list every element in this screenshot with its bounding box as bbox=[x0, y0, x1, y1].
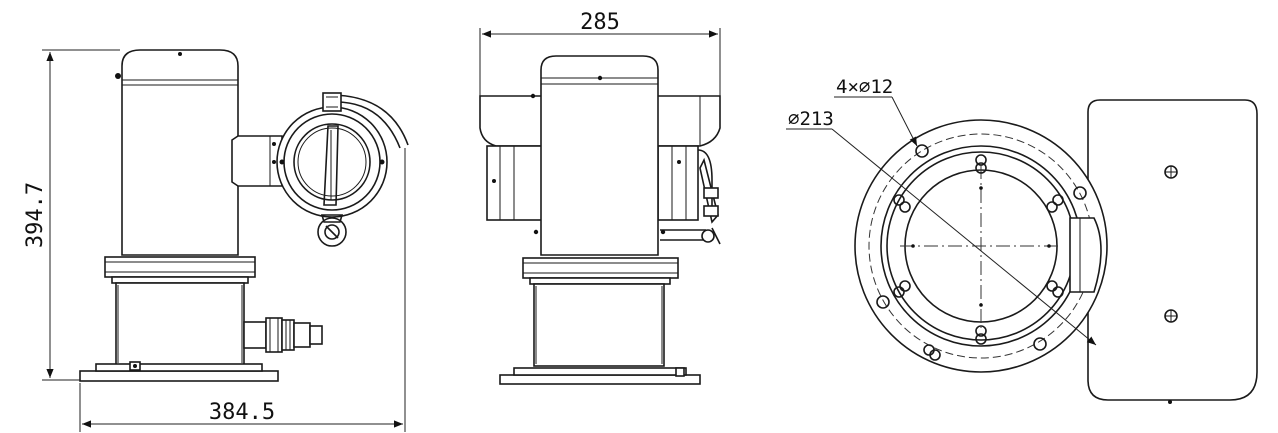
front-middle-flange bbox=[104, 256, 256, 278]
front-cable-gland bbox=[243, 317, 323, 353]
side-middle-flange bbox=[522, 257, 679, 279]
front-view: 394.7 384.5 bbox=[23, 49, 409, 432]
front-upper-housing bbox=[121, 49, 239, 256]
side-mounting-plate bbox=[499, 374, 701, 385]
front-camera-head bbox=[276, 92, 409, 247]
dim-bolt-circle: ∅213 bbox=[786, 108, 1097, 346]
housing-screw-bottom bbox=[1164, 309, 1178, 323]
side-wiper-mechanism bbox=[660, 149, 721, 245]
top-camera-housing bbox=[1087, 99, 1258, 401]
inner-bolts bbox=[893, 154, 1064, 361]
side-central-cylinder bbox=[540, 55, 659, 256]
dim-depth-label: 285 bbox=[580, 10, 620, 35]
dim-height-label: 394.7 bbox=[23, 182, 48, 248]
dim-hole-pattern-label: 4×∅12 bbox=[836, 76, 893, 98]
dim-width-label: 384.5 bbox=[209, 400, 275, 425]
dim-hole-pattern: 4×∅12 bbox=[834, 76, 918, 147]
dim-bolt-circle-label: ∅213 bbox=[788, 108, 834, 130]
top-view: ∅213 4×∅12 bbox=[786, 76, 1258, 404]
dim-height: 394.7 bbox=[23, 49, 120, 381]
top-tilt-boss bbox=[1069, 217, 1102, 293]
dim-width: 384.5 bbox=[79, 148, 406, 432]
side-view: 285 bbox=[479, 10, 721, 385]
side-lower-base bbox=[533, 283, 665, 367]
housing-screw-top bbox=[1164, 165, 1178, 179]
front-lower-base bbox=[115, 282, 245, 366]
front-mounting-plate bbox=[79, 370, 279, 382]
mount-holes bbox=[876, 144, 1087, 351]
dim-depth: 285 bbox=[479, 10, 721, 96]
